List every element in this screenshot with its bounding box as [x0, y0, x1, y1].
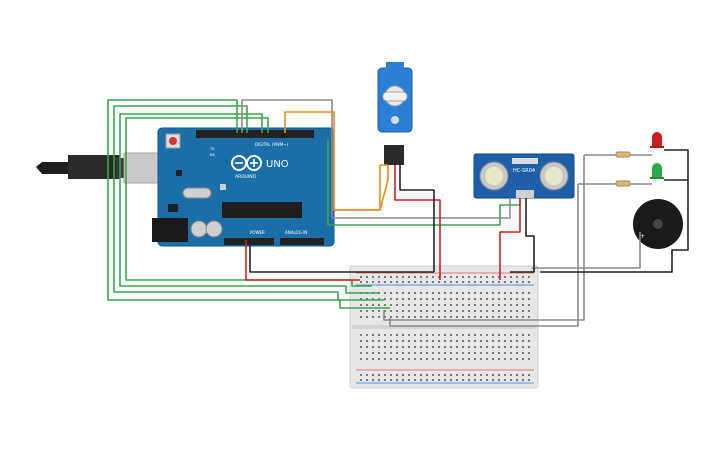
piezo-buzzer: +: [633, 199, 683, 249]
green-led: [650, 163, 664, 179]
arduino-logo: [231, 155, 262, 171]
rx-label: RX: [210, 153, 215, 157]
board-model-text: UNO: [266, 159, 289, 170]
svg-text:+: +: [640, 233, 645, 240]
wire-gray-led-red: [383, 155, 585, 321]
power-jack: [152, 218, 188, 242]
wire-black-led-gnd: [540, 149, 689, 273]
wire-gray-led-green: [389, 184, 579, 327]
power-header: [224, 238, 274, 245]
wire-green-3: [119, 113, 380, 294]
board-brand-text: ARDUINO: [235, 174, 257, 180]
wire-black-gnd: [249, 240, 434, 273]
tx-label: TX: [209, 147, 215, 151]
wire-black-servo: [399, 165, 435, 272]
power-header-label: POWER: [250, 230, 265, 235]
red-led: [650, 132, 664, 148]
servo-connector: [384, 145, 404, 165]
sensor-name-text: HC-SR04: [513, 168, 535, 174]
usb-cable-plug: [68, 155, 120, 179]
digital-header: [196, 130, 314, 138]
breadboard: [349, 265, 539, 389]
atmega-chip: [222, 202, 302, 218]
wires: [107, 99, 689, 327]
wire-red-5v: [245, 240, 360, 281]
wire-black-sensor: [510, 198, 535, 273]
wire-red-servo: [394, 165, 441, 280]
resistor-1: [615, 151, 631, 158]
analog-header-label: ANALOG IN: [285, 230, 307, 235]
analog-header: [280, 238, 324, 245]
arduino-board: UNO ARDUINO DIGITAL (PWM~) POWER ANALOG …: [36, 127, 335, 247]
wire-gray-sensor: [241, 99, 511, 219]
breadboard-holes: [360, 276, 530, 381]
usb-plug-tip: [36, 162, 70, 174]
wire-green-1: [107, 99, 390, 309]
wire-green-4: [125, 117, 372, 287]
servo-motor: [377, 62, 413, 165]
crystal: [182, 187, 212, 199]
reset-button: [169, 137, 177, 145]
resistor-2: [615, 180, 631, 187]
wire-green-2: [113, 105, 385, 301]
wire-gray-buzzer: [532, 232, 641, 269]
wire-red-sensor: [499, 198, 521, 280]
digital-header-label: DIGITAL (PWM~): [255, 142, 289, 147]
ultrasonic-sensor: HC-SR04: [473, 153, 575, 199]
